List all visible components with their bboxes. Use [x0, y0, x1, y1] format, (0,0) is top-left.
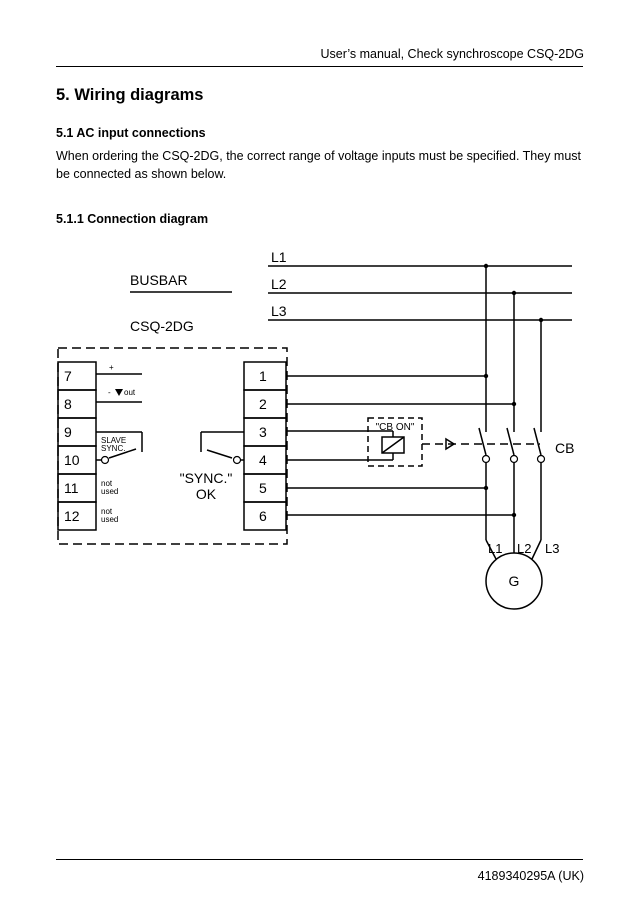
slave-sync-label-1: SLAVE — [101, 436, 126, 445]
bus-line-l2-label: L2 — [271, 276, 287, 292]
terminal-9: 9 — [64, 424, 72, 440]
gen-line-l3: L3 — [545, 541, 559, 556]
not-used-11-line1: not — [101, 479, 113, 488]
out-label: out — [124, 388, 136, 397]
subsection-title: 5.1 AC input connections — [56, 126, 206, 140]
subsubsection-title: 5.1.1 Connection diagram — [56, 212, 209, 226]
terminal-11: 11 — [64, 480, 79, 496]
minus-label: - — [108, 388, 111, 397]
output-arrow-icon — [115, 389, 123, 396]
gen-line-l1: L1 — [488, 541, 502, 556]
section-title: 5. Wiring diagrams — [56, 86, 204, 104]
terminal-7: 7 — [64, 368, 72, 384]
bus-line-l3-label: L3 — [271, 303, 287, 319]
cb-on-relay-outline — [367, 417, 423, 467]
terminal-3: 3 — [259, 424, 267, 440]
sync-ok-label-2: OK — [196, 486, 217, 502]
slave-sync-label-2: SYNC. — [101, 444, 125, 453]
device-outline — [57, 347, 288, 545]
busbar-label: BUSBAR — [130, 272, 188, 288]
terminal-5: 5 — [259, 480, 267, 496]
header-title: User’s manual, Check synchroscope CSQ-2D… — [320, 47, 584, 61]
terminal-box-12 — [57, 501, 97, 531]
gen-line-l2: L2 — [517, 541, 531, 556]
sync-ok-contact — [206, 449, 233, 459]
terminal-1: 1 — [259, 368, 267, 384]
plus-label: + — [109, 363, 114, 372]
generator-label: G — [509, 573, 520, 589]
terminal-4: 4 — [259, 452, 267, 468]
not-used-12-line1: not — [101, 507, 113, 516]
not-used-12-line2: used — [101, 515, 118, 524]
sync-ok-label-1: "SYNC." — [180, 470, 233, 486]
footer-doc-number: 4189340295A (UK) — [477, 869, 584, 883]
slave-sync-switch — [108, 448, 137, 459]
terminal-10: 10 — [64, 452, 80, 468]
terminal-box-6 — [243, 501, 287, 531]
terminal-6: 6 — [259, 508, 267, 524]
not-used-11-line2: used — [101, 487, 118, 496]
cb-label: CB — [555, 440, 574, 456]
bus-line-l1-label: L1 — [271, 249, 287, 265]
terminal-2: 2 — [259, 396, 267, 412]
terminal-8: 8 — [64, 396, 72, 412]
device-label: CSQ-2DG — [130, 318, 194, 334]
cb-on-label: "CB ON" — [376, 422, 415, 433]
subsection-text: When ordering the CSQ-2DG, the correct r… — [56, 149, 582, 181]
header-rule — [56, 66, 583, 67]
footer-rule — [56, 859, 583, 860]
terminal-12: 12 — [64, 508, 80, 524]
